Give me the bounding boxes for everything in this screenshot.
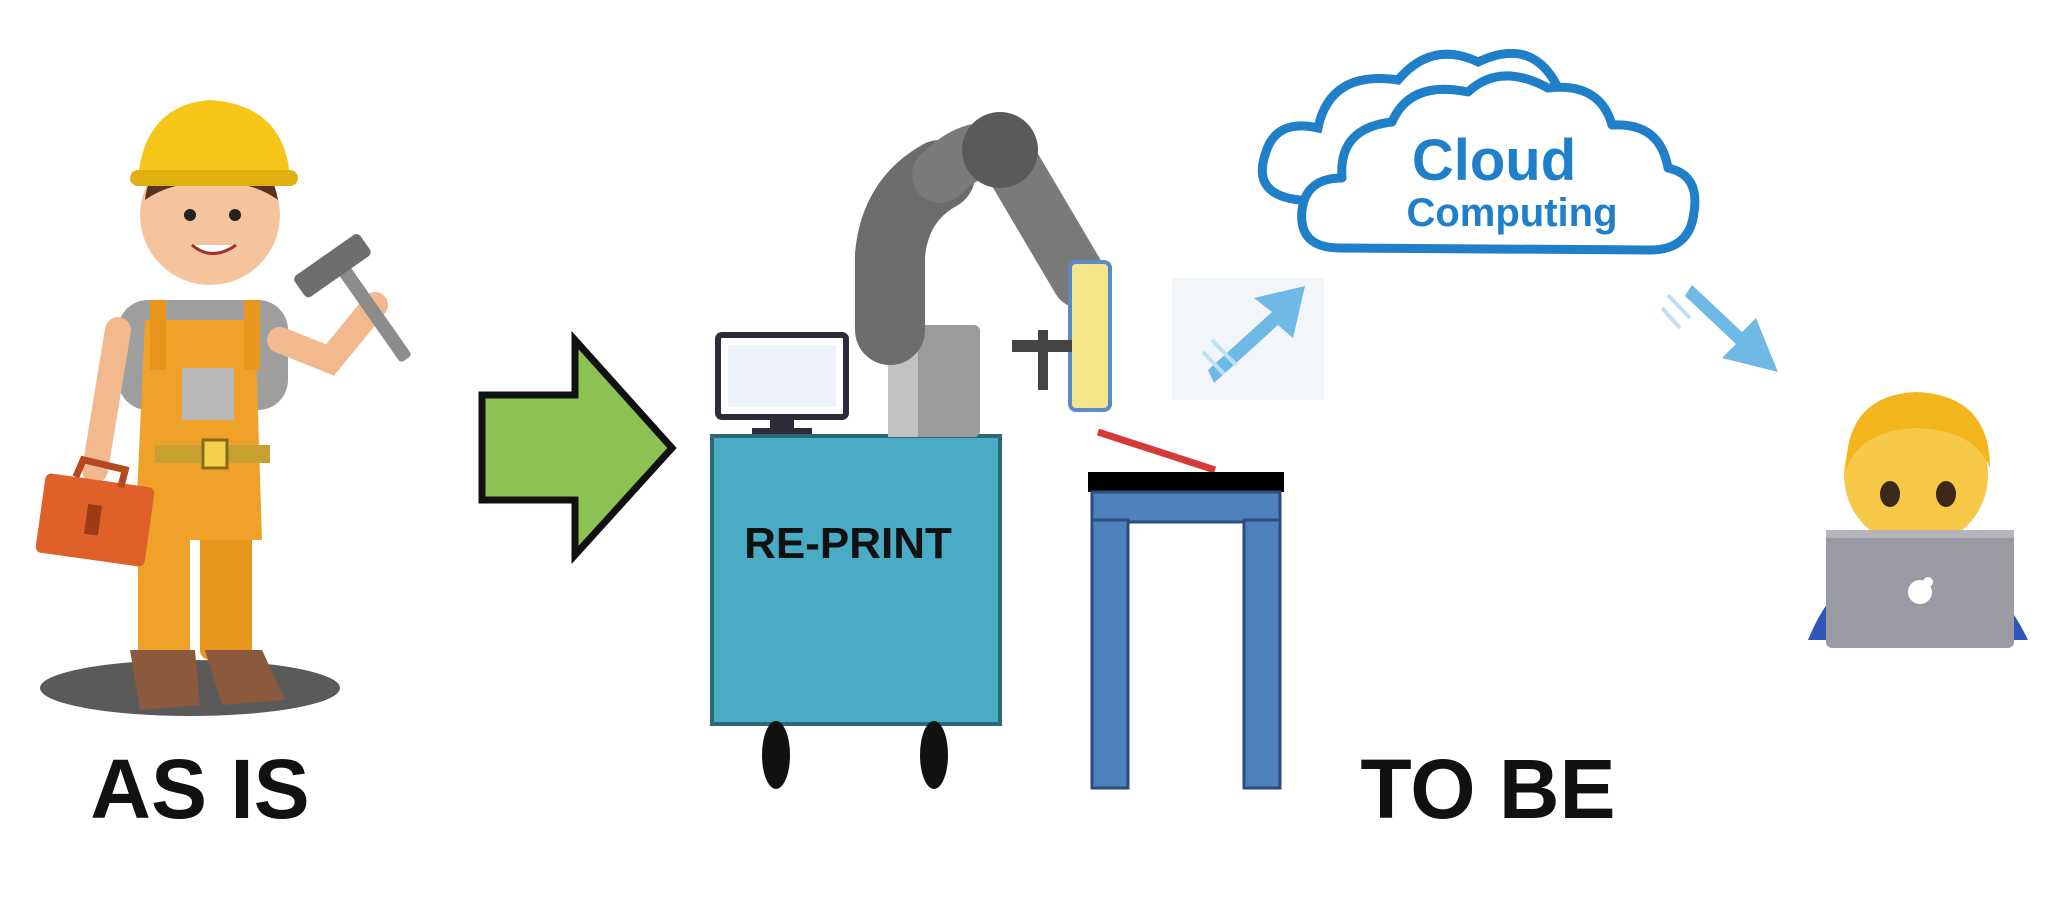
as-is-label: AS IS bbox=[90, 742, 309, 836]
toolbox-icon bbox=[35, 455, 155, 567]
machine-label: RE-PRINT bbox=[744, 519, 952, 568]
laptop-icon bbox=[1826, 530, 2014, 648]
cart-wheel bbox=[920, 721, 948, 789]
download-arrow-icon bbox=[1660, 285, 1778, 372]
work-table bbox=[1088, 428, 1284, 790]
worker-icon bbox=[35, 100, 411, 716]
remote-user-icon bbox=[1808, 392, 2028, 648]
cloud-label-line2: Computing bbox=[1406, 191, 1617, 235]
to-be-label: TO BE bbox=[1360, 742, 1615, 836]
cloud-icon: Cloud Computing bbox=[1257, 48, 1700, 255]
upload-arrow-icon bbox=[1172, 278, 1324, 400]
transition-arrow-icon bbox=[478, 330, 677, 565]
robot-arm-icon bbox=[855, 112, 1112, 437]
hammer-icon bbox=[294, 234, 411, 362]
reprint-cart: RE-PRINT bbox=[710, 332, 1002, 789]
cart-wheel bbox=[762, 721, 790, 789]
cloud-label-line1: Cloud bbox=[1412, 128, 1576, 193]
monitor-icon bbox=[715, 332, 849, 436]
